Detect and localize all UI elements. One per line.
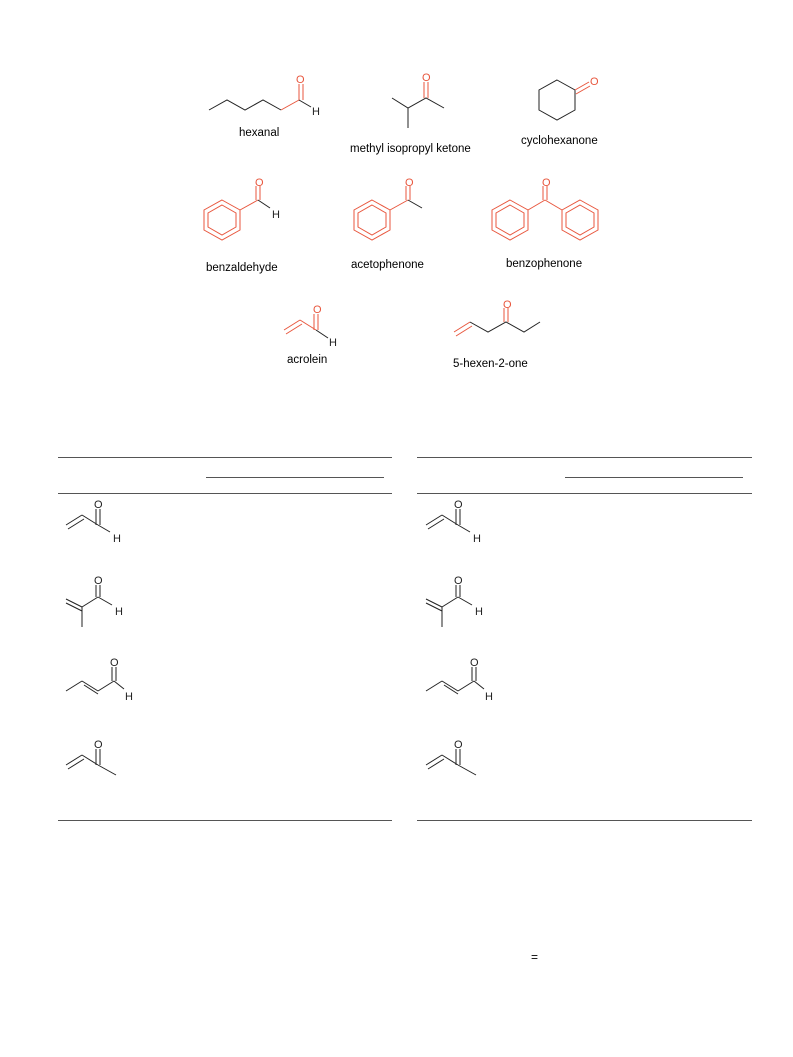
right-row-crotonaldehyde: O H [422, 657, 512, 707]
svg-text:O: O [255, 177, 264, 189]
acrolein-structure: O H [280, 300, 350, 350]
left-table-bottom-rule [58, 820, 392, 821]
right-row-methacrolein: O H [422, 575, 492, 637]
right-table-top-rule [417, 457, 752, 458]
benzaldehyde-structure: O H [200, 177, 290, 248]
benzaldehyde-label: benzaldehyde [206, 262, 278, 274]
left-row-mvk: O [62, 737, 142, 787]
svg-text:O: O [454, 575, 463, 587]
svg-text:H: H [473, 533, 481, 545]
left-table-header-rule [58, 493, 392, 494]
left-row-methacrolein: O H [62, 575, 132, 637]
cyclohexanone-label: cyclohexanone [521, 135, 598, 147]
left-table-top-rule [58, 457, 392, 458]
right-row-mvk: O [422, 737, 502, 787]
svg-text:O: O [470, 657, 479, 669]
hexenone-label: 5-hexen-2-one [453, 358, 528, 370]
svg-text:O: O [94, 499, 103, 511]
acetophenone-label: acetophenone [351, 259, 424, 271]
cyclohexanone-structure: O [535, 70, 605, 130]
svg-text:O: O [422, 72, 431, 84]
benzophenone-label: benzophenone [506, 258, 583, 270]
svg-text:O: O [405, 177, 414, 189]
right-table-header-rule [417, 493, 752, 494]
right-table-bottom-rule [417, 820, 752, 821]
svg-text:H: H [485, 691, 493, 703]
svg-text:O: O [313, 304, 322, 316]
left-row-acrolein: O H [62, 497, 132, 547]
svg-text:O: O [296, 74, 305, 86]
svg-text:H: H [115, 606, 123, 618]
right-row-acrolein: O H [422, 497, 492, 547]
svg-text:H: H [475, 606, 483, 618]
svg-text:H: H [329, 337, 337, 349]
acrolein-label: acrolein [287, 354, 328, 366]
svg-text:H: H [272, 209, 280, 221]
svg-text:H: H [125, 691, 133, 703]
left-table-subheader-rule [206, 477, 384, 478]
hexanal-structure: O H [205, 70, 325, 120]
hexenone-structure: O [450, 299, 560, 350]
mipk-structure: O [388, 70, 458, 140]
svg-text:O: O [94, 575, 103, 587]
hexanal-label: hexanal [239, 127, 280, 139]
acetophenone-structure: O [350, 177, 440, 248]
benzophenone-structure: O [488, 177, 608, 248]
equals-sign: = [531, 950, 539, 964]
svg-text:H: H [113, 533, 121, 545]
left-row-crotonaldehyde: O H [62, 657, 152, 707]
mipk-label: methyl isopropyl ketone [350, 143, 471, 155]
svg-text:O: O [94, 739, 103, 751]
svg-text:H: H [312, 106, 320, 118]
svg-text:O: O [454, 739, 463, 751]
svg-text:O: O [590, 76, 599, 88]
svg-text:O: O [110, 657, 119, 669]
right-table-subheader-rule [565, 477, 743, 478]
svg-text:O: O [503, 299, 512, 311]
svg-text:O: O [542, 177, 551, 189]
svg-text:O: O [454, 499, 463, 511]
